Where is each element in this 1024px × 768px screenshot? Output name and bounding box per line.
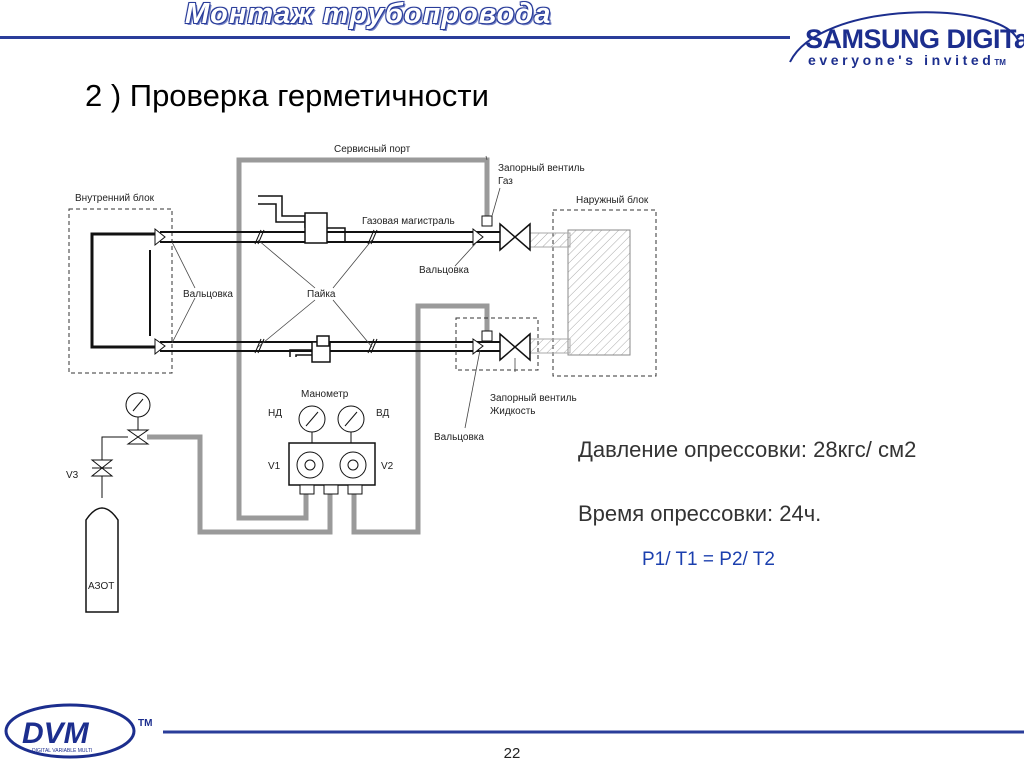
- gas-valve-left: [499, 222, 517, 252]
- test-time-text: Время опрессовки: 24ч.: [578, 501, 822, 526]
- header-title: Монтаж трубопровода: [185, 0, 552, 30]
- service-hose-bottom: [351, 303, 490, 535]
- flare-outdoor-gas: [472, 227, 484, 247]
- service-hoses: [147, 157, 490, 535]
- flare-liquid-label: Вальцовка: [434, 432, 484, 443]
- shutoff-gas-label: Запорный вентиль: [498, 163, 585, 174]
- liquid-service-port: [481, 330, 493, 342]
- v3-label: V3: [66, 470, 79, 481]
- flare-indoor-label: Вальцовка: [183, 289, 233, 300]
- solder-label: Пайка: [307, 289, 336, 300]
- v1-label: V1: [268, 461, 281, 472]
- samsung-logo: SAMSUNG DIGITall: [805, 24, 1024, 55]
- shutoff-liquid-type-label: Жидкость: [490, 406, 536, 417]
- samsung-tagline: everyone's invitedTM: [808, 52, 1006, 68]
- service-port-label: Сервисный порт: [334, 144, 411, 155]
- shutoff-liquid-label: Запорный вентиль: [490, 393, 577, 404]
- liquid-valve-left: [499, 332, 517, 362]
- samsung-swoosh: [789, 11, 1019, 63]
- gas-solder-fitting: [258, 195, 346, 244]
- gas-service-port: [481, 215, 493, 227]
- samsung-logo-text: SAMSUNG DIGITall: [805, 24, 1024, 54]
- samsung-tagline-text: everyone's invited: [808, 52, 995, 68]
- gas-line-label: Газовая магистраль: [362, 216, 455, 227]
- valve-v2-knob: [339, 451, 367, 479]
- nitrogen-cylinder-icon: [85, 507, 119, 613]
- slide-title: 2 ) Проверка герметичности: [85, 78, 489, 113]
- liquid-valve-box: [455, 317, 539, 371]
- flare-indoor-gas: [154, 227, 166, 247]
- samsung-tm: TM: [994, 58, 1006, 67]
- liquid-solder-fitting: [289, 335, 331, 363]
- gas-law-formula: P1/ T1 = P2/ T2: [642, 549, 775, 570]
- nitrogen-valve-icon: [126, 429, 150, 445]
- dvm-tm: TM: [138, 718, 153, 729]
- indoor-coil: [90, 232, 160, 349]
- v2-label: V2: [381, 461, 394, 472]
- dvm-logo-ring: [4, 703, 136, 759]
- gas-line-pipe: [160, 231, 500, 243]
- outdoor-unit-box: [552, 209, 657, 377]
- gas-valve-right: [513, 222, 531, 252]
- page-number: 22: [503, 745, 521, 762]
- low-pressure-label: НД: [268, 408, 282, 419]
- nitrogen-hose: [147, 434, 333, 535]
- valve-v1-knob: [296, 451, 324, 479]
- liquid-valve-right: [513, 332, 531, 362]
- nitrogen-label: АЗОТ: [88, 581, 114, 592]
- dvm-logo-text: DVM: [22, 717, 90, 750]
- footer-graphics: DVM DIGITAL VARIABLE MULTI: [4, 703, 1024, 759]
- flare-outdoor-liquid: [472, 338, 484, 356]
- outdoor-unit-body: [567, 229, 631, 356]
- shutoff-gas-type-label: Газ: [498, 176, 513, 187]
- piping-diagram: Сервисный порт Внутренний блок Наружный …: [66, 144, 657, 613]
- header-lines: [0, 11, 1019, 63]
- service-hose-top: [236, 157, 490, 521]
- flare-gas-label: Вальцовка: [419, 265, 469, 276]
- outdoor-unit-label: Наружный блок: [576, 194, 649, 206]
- indoor-unit-label: Внутренний блок: [75, 192, 155, 204]
- dvm-logo-sub: DIGITAL VARIABLE MULTI: [32, 748, 92, 754]
- manometer-label: Манометр: [301, 389, 349, 400]
- high-pressure-label: ВД: [376, 408, 389, 419]
- test-pressure-text: Давление опрессовки: 28кгс/ см2: [578, 437, 917, 462]
- flare-indoor-liquid: [154, 338, 166, 356]
- indoor-unit-box: [68, 208, 173, 374]
